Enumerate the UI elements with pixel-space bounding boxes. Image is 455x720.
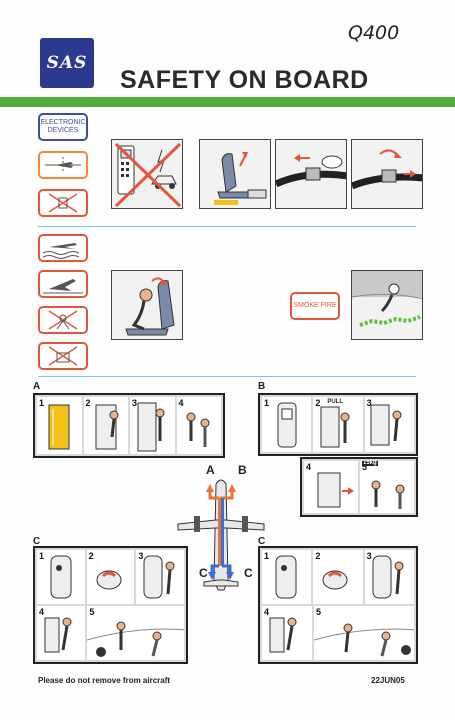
step-cell: 3	[364, 397, 414, 452]
exit-b-steps-bottom: 4 5 15kg	[300, 457, 418, 517]
step-cell: 5 15kg	[360, 461, 414, 513]
exit-c-left-label: C	[33, 536, 41, 547]
no-phone-panel	[111, 139, 183, 209]
brace-position-panel	[111, 270, 183, 340]
step-row: 1 2 3	[37, 550, 185, 604]
step-number: 3	[366, 398, 372, 408]
step-row: 1 2 3	[262, 550, 414, 604]
step-cell: 5	[87, 606, 184, 660]
electronic-devices-label: ELECTRONIC DEVICES	[40, 119, 86, 134]
exit-a-steps: 1 2 3 4	[33, 393, 225, 458]
step-cell: 1	[262, 550, 312, 604]
electronic-devices-icon: ELECTRONIC DEVICES	[38, 113, 88, 141]
exit-b-steps-top: 1 2 PULL 3	[258, 393, 418, 456]
no-baggage-icon	[38, 342, 88, 370]
step-cell: 2	[313, 550, 363, 604]
step-number: 5	[316, 607, 322, 617]
exit-c-right-label: C	[258, 536, 266, 547]
step-number: 4	[306, 462, 312, 472]
step-number: 2	[85, 398, 91, 408]
step-cell: 3	[364, 550, 414, 604]
exit-c-left-steps: 1 2 3 4 5	[33, 546, 188, 664]
step-number: 1	[264, 551, 270, 561]
step-number: 4	[39, 607, 45, 617]
step-cell: 1	[262, 397, 312, 452]
seat-upright-panel	[199, 139, 271, 209]
floor-lighting-panel	[351, 270, 423, 340]
step-cell: 3	[136, 550, 185, 604]
step-cell: 4	[304, 461, 358, 513]
step-number: 4	[264, 607, 270, 617]
step-number: 1	[39, 398, 45, 408]
page-title: SAFETY ON BOARD	[120, 66, 369, 94]
exit-b-label: B	[258, 381, 266, 392]
plane-exit-a-label: A	[206, 463, 215, 477]
step-number: 2	[315, 398, 321, 408]
step-number: 3	[138, 551, 144, 561]
aircraft-model: Q400	[348, 22, 400, 44]
step-cell: 4	[37, 606, 86, 660]
step-number: 4	[178, 398, 184, 408]
takeoff-landing-icon	[38, 151, 88, 179]
pull-label: PULL	[327, 399, 343, 405]
no-smoking-icon	[38, 306, 88, 334]
footer-code: 22JUN05	[371, 676, 405, 685]
step-number: 2	[88, 551, 94, 561]
smoke-fire-icon: SMOKE FIRE	[290, 292, 340, 320]
step-cell: 4	[176, 397, 221, 454]
plane-exit-c-right-label: C	[244, 566, 253, 580]
step-number: 1	[39, 551, 45, 561]
belt-fasten-panel	[275, 139, 347, 209]
step-number: 2	[315, 551, 321, 561]
footer-notice: Please do not remove from aircraft	[38, 676, 171, 685]
weight-label: 15kg	[362, 461, 378, 466]
step-cell: 2	[83, 397, 128, 454]
emergency-landing-icon	[38, 270, 88, 298]
step-cell: 2 PULL	[313, 397, 363, 452]
ditching-icon	[38, 234, 88, 262]
plane-exit-b-label: B	[238, 463, 247, 477]
exit-a-label: A	[33, 381, 41, 392]
step-cell: 3	[130, 397, 175, 454]
step-cell: 1	[37, 397, 82, 454]
step-cell: 5	[314, 606, 414, 660]
step-number: 5	[362, 462, 368, 472]
step-cell: 1	[37, 550, 85, 604]
step-number: 3	[132, 398, 138, 408]
step-cell: 4	[262, 606, 312, 660]
smoke-fire-label: SMOKE FIRE	[293, 302, 337, 309]
step-row: 4 5	[37, 606, 184, 660]
no-device-icon	[38, 189, 88, 217]
step-number: 5	[89, 607, 95, 617]
sas-logo: SAS	[40, 38, 94, 88]
exit-c-right-steps: 1 2 3 4 5	[258, 546, 418, 664]
airplane-diagram	[177, 479, 265, 591]
section-divider	[38, 376, 416, 377]
belt-release-panel	[351, 139, 423, 209]
plane-exit-c-left-label: C	[199, 566, 208, 580]
section-divider	[38, 226, 416, 227]
logo-text: SAS	[46, 53, 88, 73]
step-number: 3	[366, 551, 372, 561]
green-divider	[0, 97, 455, 107]
step-row: 4 5	[262, 606, 414, 660]
step-number: 1	[264, 398, 270, 408]
step-cell: 2	[86, 550, 135, 604]
